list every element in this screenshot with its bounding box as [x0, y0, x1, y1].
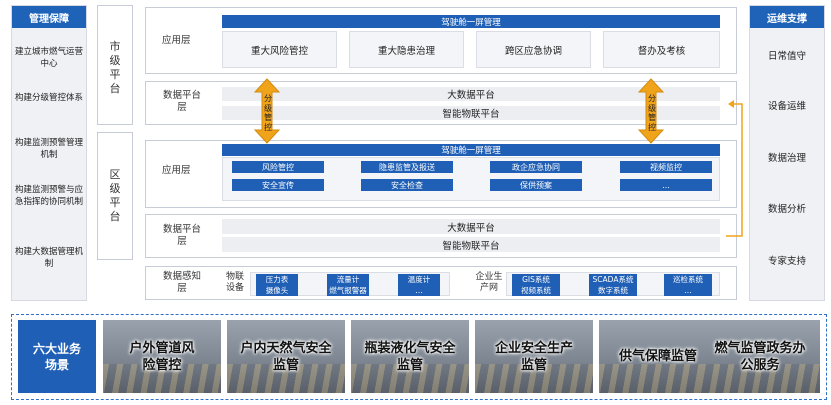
management-item: 建立城市燃气运营中心 [15, 47, 84, 69]
district-app-chip: ... [620, 179, 712, 191]
district-app-chip: 政企应急协同 [490, 161, 582, 173]
scenarios-title: 六大业务场景 [18, 320, 96, 393]
sensing-layer-label: 数据感知层 [162, 271, 201, 294]
city-iot-bar: 智能物联平台 [222, 106, 720, 120]
district-app-chip: 安全检查 [361, 179, 453, 191]
scenario-card[interactable]: 燃气监管政务办公服务 [700, 320, 820, 393]
scenario-card[interactable]: 户内天然气安全监管 [227, 320, 345, 393]
iot-chip: 摄像头 [256, 285, 298, 296]
scenario-label: 企业安全生产监管 [494, 340, 573, 373]
enterprise-chip: SCADA系统 [589, 274, 637, 285]
operations-item: 专家支持 [767, 256, 806, 267]
scenario-label: 户内天然气安全监管 [240, 340, 332, 373]
district-level-label: 区级平台 [109, 168, 121, 223]
scenario-label: 燃气监管政务办公服务 [714, 340, 806, 373]
district-app-chip: 安全宣传 [232, 179, 324, 191]
operations-item: 数据分析 [767, 204, 806, 215]
district-app-layer-label: 应用层 [162, 165, 191, 176]
enterprise-chip: ... [664, 285, 712, 296]
hierarchy-control-label: 分级管控 [264, 94, 272, 132]
iot-chip: ... [398, 285, 440, 296]
city-data-layer-label: 数据平台层 [162, 90, 201, 113]
iot-chip: 压力表 [256, 274, 298, 285]
iot-chip: 燃气报警器 [327, 285, 369, 296]
city-app-cell: 督办及考核 [603, 31, 720, 68]
city-level-label-box [97, 5, 133, 125]
enterprise-chip: GIS系统 [512, 274, 560, 285]
connector-arrow-icon [726, 100, 743, 237]
city-bigdata-bar: 大数据平台 [222, 87, 720, 101]
district-data-layer-label: 数据平台层 [162, 224, 201, 247]
scenario-card[interactable]: 瓶装液化气安全监管 [351, 320, 469, 393]
scenario-card[interactable]: 户外管道风险管控 [103, 320, 221, 393]
operations-panel: 运维支撑 日常值守 设备运维 数据治理 数据分析 专家支持 [749, 5, 825, 301]
operations-item: 数据治理 [767, 153, 806, 164]
double-arrow-icon [254, 78, 280, 144]
district-iot-bar: 智能物联平台 [222, 237, 720, 252]
scenario-card[interactable]: 供气保障监管 [599, 320, 717, 393]
district-app-chip: 风险管控 [232, 161, 324, 173]
district-bigdata-bar: 大数据平台 [222, 219, 720, 234]
city-app-layer-label: 应用层 [162, 35, 191, 46]
operations-item: 设备运维 [767, 101, 806, 112]
city-cockpit-bar: 驾驶舱一屏管理 [222, 15, 720, 28]
city-level-label: 市级平台 [109, 40, 121, 95]
management-title: 管理保障 [12, 6, 86, 28]
double-arrow-icon [638, 78, 664, 144]
operations-item: 日常值守 [767, 51, 806, 62]
management-item: 构建监测预警管理机制 [15, 138, 84, 160]
enterprise-network-label: 企业生产网 [475, 272, 503, 293]
district-app-chip: 隐患监管及报送 [361, 161, 453, 173]
scenario-card[interactable]: 企业安全生产监管 [475, 320, 593, 393]
district-level-label-box [97, 132, 133, 260]
district-app-chip: 保供预案 [490, 179, 582, 191]
scenarios-title-text: 六大业务场景 [33, 341, 82, 372]
management-item: 构建分级管控体系 [15, 93, 84, 103]
enterprise-chip: 数字系统 [589, 285, 637, 296]
scenario-label: 供气保障监管 [618, 349, 697, 364]
scenario-label: 瓶装液化气安全监管 [364, 340, 456, 373]
city-app-cell: 重大隐患治理 [349, 31, 464, 68]
district-cockpit-bar: 驾驶舱一屏管理 [222, 144, 720, 156]
management-item: 构建监测预警与应急指挥的协同机制 [15, 185, 84, 207]
hierarchy-control-label: 分级管控 [648, 94, 656, 132]
city-app-cell: 跨区应急协调 [476, 31, 591, 68]
management-item: 构建大数据管理机制 [15, 247, 84, 269]
district-app-chip: 视频监控 [620, 161, 712, 173]
enterprise-chip: 视频系统 [512, 285, 560, 296]
iot-chip: 流量计 [327, 274, 369, 285]
iot-chip: 温度计 [398, 274, 440, 285]
operations-title: 运维支撑 [750, 6, 824, 28]
city-app-cell: 重大风险管控 [222, 31, 337, 68]
iot-devices-label: 物联设备 [225, 272, 244, 293]
enterprise-chip: 巡检系统 [664, 274, 712, 285]
scenario-label: 户外管道风险管控 [129, 340, 195, 373]
management-panel: 管理保障 建立城市燃气运营中心 构建分级管控体系 构建监测预警管理机制 构建监测… [11, 5, 87, 301]
